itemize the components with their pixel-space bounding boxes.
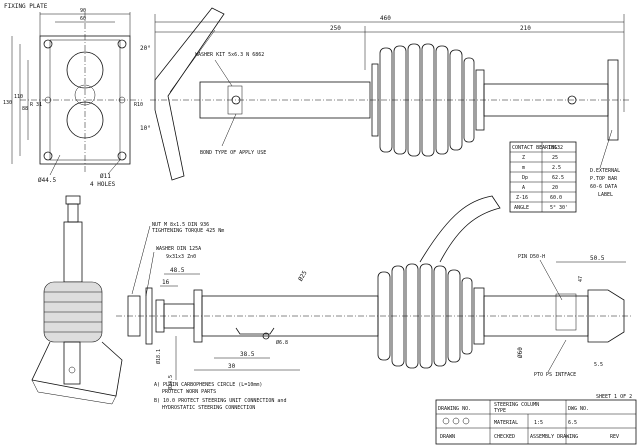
- holes-dia: Ø11: [100, 173, 111, 180]
- dim-16: 16: [162, 279, 170, 286]
- note-torque: TIGHTENING TORQUE 425 Nm: [152, 228, 224, 234]
- dim-23: Ø23.5: [167, 375, 174, 390]
- tb-checked: CHECKED: [494, 434, 515, 440]
- note-right-2: P.TOP BAR: [590, 176, 618, 182]
- spec-r4c1: 60.0: [550, 195, 562, 201]
- angle-top: 20°: [140, 45, 151, 52]
- spec-r2c1: 62.5: [552, 175, 564, 181]
- angle-bottom: 10°: [140, 125, 151, 132]
- spec-r5c0: ANGLE: [514, 205, 529, 211]
- dim-5: 5.5: [594, 362, 603, 368]
- spec-h0: CONTACT BEARING: [512, 145, 557, 151]
- notes-block: A) PLAIN CARBOPHENES CIRCLE (L=10mm) PRO…: [154, 382, 286, 411]
- sheet-note: SHEET 1 OF 2: [596, 394, 632, 400]
- dim-top-outer: 90: [80, 8, 86, 14]
- note-washer-front: WASHER DIN 125A: [156, 246, 201, 252]
- dim-right: R10: [134, 102, 143, 108]
- front-view: NUT M 8x1.5 DIN 936 TIGHTENING TORQUE 42…: [116, 195, 632, 400]
- note-washer-size: 9x31x3 Zn0: [166, 254, 196, 260]
- tb-dwgno: DWG NO.: [568, 406, 589, 412]
- tb-type: TYPE: [494, 408, 506, 414]
- spec-table: CONTACT BEARING TB132 Z 25 m 2.5 Dp 62.5…: [509, 141, 577, 213]
- dim-30: 30: [228, 363, 236, 370]
- tb-approved: ASSEMBLY DRAWING: [530, 434, 578, 440]
- isometric-view: [31, 195, 123, 405]
- note-washer-top: WASHER KIT 5x6.3 N 6862: [195, 52, 264, 58]
- tb-desc: STEERING COLUMN: [494, 402, 539, 408]
- tb-rev: REV: [610, 434, 619, 440]
- dim-18: Ø18.1: [155, 349, 162, 364]
- dim-left-inner: 88: [22, 106, 28, 112]
- dim-right-210: 210: [520, 25, 531, 32]
- dim-60: Ø60: [517, 347, 524, 358]
- dim-505: 50.5: [590, 255, 605, 262]
- spec-r0c1: 25: [552, 155, 558, 161]
- tb-scale: 1:5: [534, 420, 543, 426]
- note-bond: BOND TYPE OF APPLY USE: [200, 150, 266, 156]
- dim-left-outer: 130: [3, 100, 12, 106]
- spec-r4c0: Z-16: [516, 195, 528, 201]
- note-b1: B) 10.0 PROTECT STEERING UNIT CONNECTION…: [154, 398, 286, 404]
- note-nut: NUT M 8x1.5 DIN 936: [152, 222, 209, 228]
- dim-overall: 460: [380, 15, 391, 22]
- holes-note: 4 HOLES: [90, 181, 116, 188]
- tb-company: DRAWING NO.: [438, 406, 471, 412]
- spec-r2c0: Dp: [522, 175, 528, 181]
- spec-r1c1: 2.5: [552, 165, 561, 171]
- dim-38: 38.5: [240, 351, 255, 358]
- note-right-4: LABEL: [598, 192, 613, 198]
- dim-6: Ø6.8: [276, 339, 288, 346]
- spec-r1c0: m: [522, 165, 525, 171]
- top-side-view: 460 250 210 20° 10° WASHER KIT 5x6.3 N 6…: [140, 7, 630, 198]
- note-a1: A) PLAIN CARBOPHENES CIRCLE (L=10mm): [154, 382, 262, 388]
- dim-48: 48.5: [170, 267, 185, 274]
- fixing-plate-title: FIXING PLATE: [4, 3, 48, 10]
- dim-left-250: 250: [330, 25, 341, 32]
- dim-r: R 31: [30, 102, 42, 108]
- spec-r3c1: 20: [552, 185, 558, 191]
- spec-r3c0: A: [522, 185, 525, 191]
- tb-material: MATERIAL: [494, 420, 518, 426]
- fixing-plate-view: FIXING PLATE 90 60 130 110 88 R 31 R10 Ø…: [3, 3, 143, 188]
- title-block: DRAWING NO. STEERING COLUMN TYPE DWG NO.…: [435, 399, 637, 445]
- dia-bottom: Ø44.5: [38, 177, 56, 184]
- note-right-3: 60-6 DATA: [590, 184, 617, 190]
- dim-top-inner: 60: [80, 16, 86, 22]
- dim-dia25: Ø25: [297, 269, 309, 282]
- spec-r5c1: 5° 30': [550, 205, 568, 211]
- dim-left-mid: 110: [14, 94, 23, 100]
- note-b2: HYDROSTATIC STEERING CONNECTION: [162, 405, 255, 411]
- note-interface: PTO PS INTFACE: [534, 372, 576, 378]
- spec-h1: TB132: [548, 145, 563, 151]
- tb-drawn: DRAWN: [440, 434, 455, 440]
- note-pin: PIN D50-H: [518, 254, 545, 260]
- note-a2: PROTECT WORN PARTS: [162, 389, 216, 395]
- tb-weight: 6.5: [568, 420, 577, 426]
- bellows-front: [377, 263, 485, 369]
- note-right-1: D.EXTERNAL: [590, 168, 620, 174]
- spec-r0c0: Z: [522, 155, 525, 161]
- bellows-top: [371, 43, 485, 157]
- dim-47: 47: [578, 276, 584, 282]
